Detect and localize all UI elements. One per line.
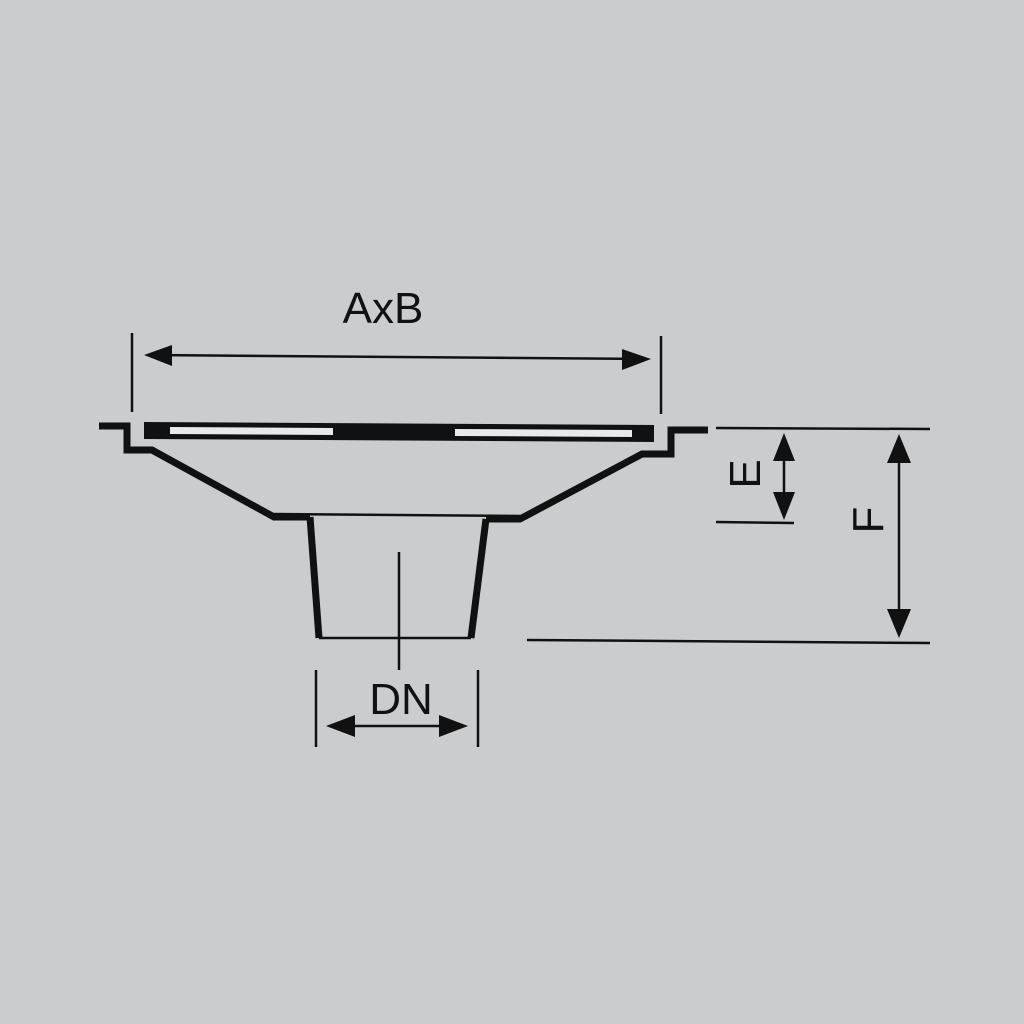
- dn-arrow-right: [439, 715, 468, 737]
- f-bottom-extension: [526, 638, 931, 645]
- f-label: F: [844, 507, 893, 534]
- dimension-dn: DN: [314, 670, 480, 747]
- dn-arrow-left: [326, 715, 355, 737]
- axb-dimension-line: [149, 353, 646, 361]
- grate-slot-right: [455, 429, 632, 437]
- dimension-axb: AxB: [130, 284, 663, 414]
- e-arrow-bottom: [773, 492, 795, 520]
- drain-body: [99, 422, 708, 670]
- e-top-extension: [715, 426, 931, 431]
- e-label: E: [721, 459, 770, 488]
- grate: [144, 422, 654, 442]
- dimension-f: F: [526, 434, 931, 645]
- left-flange-outline: [99, 422, 310, 521]
- dimension-e: E: [715, 426, 931, 525]
- right-flange-outline: [486, 426, 708, 523]
- f-arrow-top: [887, 434, 911, 463]
- e-arrow-top: [773, 433, 795, 461]
- outlet-pipe-right-wall: [467, 518, 490, 639]
- funnel-bottom-line: [273, 512, 521, 518]
- grate-plate: [144, 422, 654, 442]
- axb-arrow-right: [622, 349, 651, 370]
- e-bottom-extension: [715, 520, 795, 525]
- outlet-pipe-left-wall: [306, 516, 323, 639]
- f-arrow-bottom: [887, 609, 911, 638]
- dn-label: DN: [369, 675, 433, 724]
- grate-slot-left: [170, 427, 333, 435]
- axb-arrow-left: [144, 345, 172, 366]
- axb-label: AxB: [343, 284, 424, 333]
